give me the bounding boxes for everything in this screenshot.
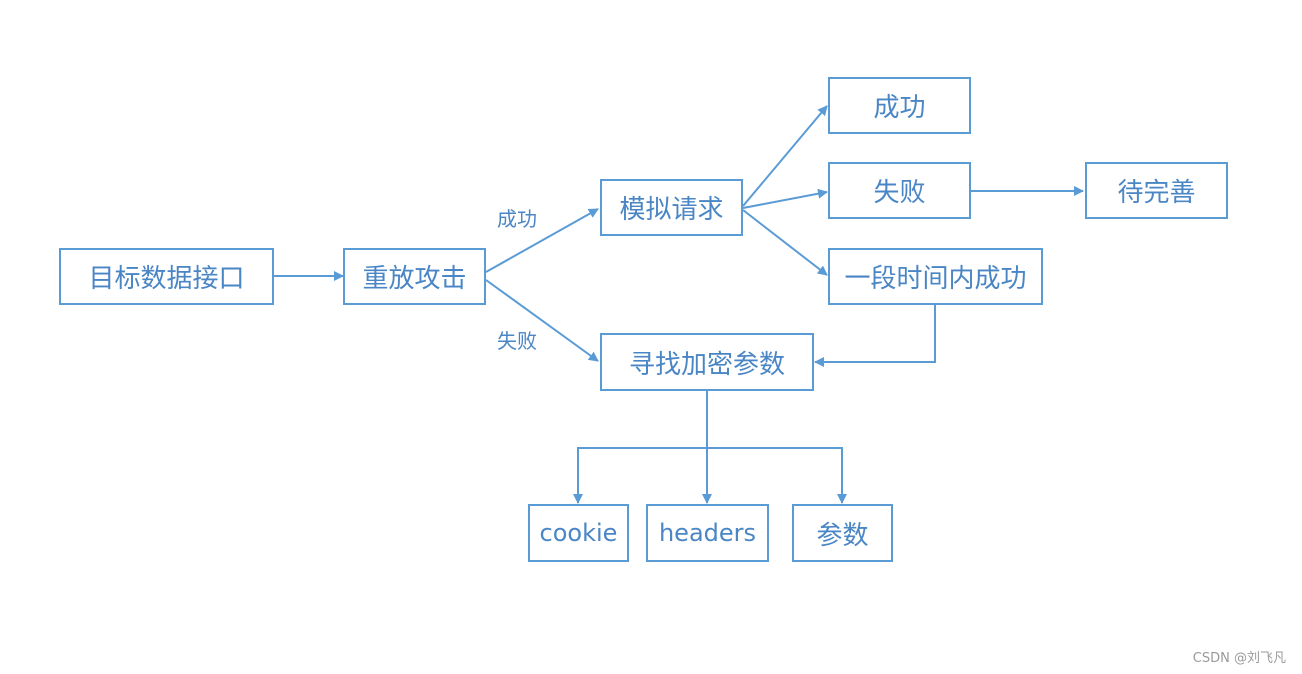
arrow-simulate-to-period-success bbox=[742, 209, 828, 276]
node-find-encrypted-params: 寻找加密参数 bbox=[600, 333, 814, 391]
node-period-success: 一段时间内成功 bbox=[828, 248, 1043, 305]
edge-label-success: 成功 bbox=[497, 207, 537, 231]
node-headers: headers bbox=[646, 504, 769, 562]
arrow-find-params-to-params bbox=[707, 447, 847, 504]
arrow-simulate-to-fail bbox=[742, 188, 828, 209]
arrow-replay-to-find-params bbox=[485, 279, 599, 362]
watermark: CSDN @刘飞凡 bbox=[1192, 651, 1286, 666]
arrow-simulate-to-success bbox=[742, 105, 828, 207]
node-cookie: cookie bbox=[528, 504, 629, 562]
node-success: 成功 bbox=[828, 77, 971, 134]
arrow-replay-to-simulate bbox=[485, 208, 599, 273]
arrow-period-success-to-find-params bbox=[814, 305, 936, 367]
node-todo: 待完善 bbox=[1085, 162, 1228, 219]
node-replay-attack: 重放攻击 bbox=[343, 248, 486, 305]
node-target-interface: 目标数据接口 bbox=[59, 248, 274, 305]
node-simulate-request: 模拟请求 bbox=[600, 179, 743, 236]
arrow-find-params-to-cookie bbox=[573, 447, 707, 504]
node-params: 参数 bbox=[792, 504, 893, 562]
node-fail: 失败 bbox=[828, 162, 971, 219]
edge-label-fail: 失败 bbox=[497, 329, 537, 353]
